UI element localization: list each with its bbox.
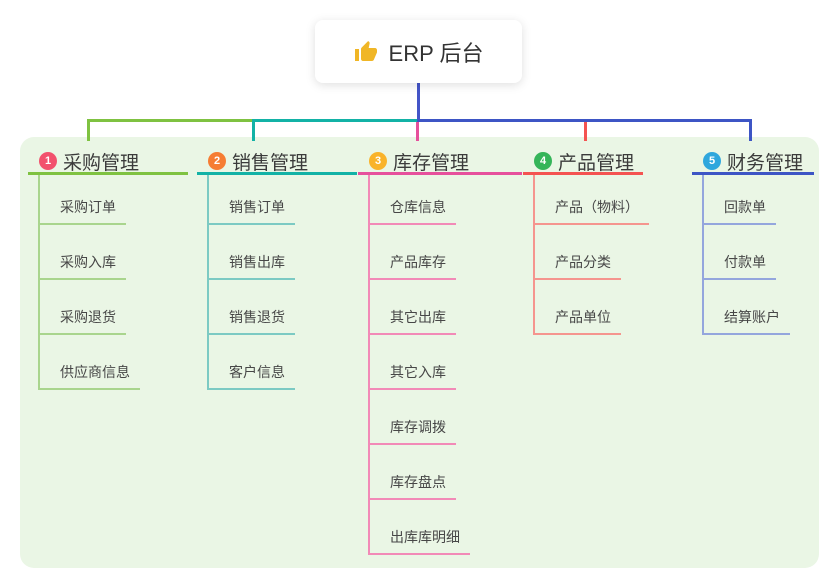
branch-label: 产品管理 xyxy=(558,152,635,174)
branch-item-node[interactable]: 其它入库 xyxy=(370,335,522,390)
connector-drop xyxy=(584,122,587,141)
branch-item-label: 产品（物料） xyxy=(535,197,649,225)
branch-item-label: 销售订单 xyxy=(209,197,295,225)
branch-item-label: 产品单位 xyxy=(535,307,621,335)
branch-item-node[interactable]: 采购退货 xyxy=(40,280,188,335)
branch-item-node[interactable]: 产品库存 xyxy=(370,225,522,280)
branch-item-node[interactable]: 仓库信息 xyxy=(370,175,522,225)
branch-item-label: 出库库明细 xyxy=(370,527,470,555)
branch-1: 1 采购管理 采购订单 采购入库 采购退货 供应商信息 xyxy=(28,150,188,390)
branch-item-label: 付款单 xyxy=(704,252,776,280)
branch-title-node[interactable]: 5 财务管理 xyxy=(692,150,814,175)
branch-number-badge: 1 xyxy=(39,152,57,170)
connector-bus-segment xyxy=(87,119,255,122)
branch-item-label: 回款单 xyxy=(704,197,776,225)
branch-title-node[interactable]: 4 产品管理 xyxy=(523,150,643,175)
connector-drop xyxy=(416,122,419,141)
branch-item-label: 销售出库 xyxy=(209,252,295,280)
branch-item-label: 产品分类 xyxy=(535,252,621,280)
thumbs-up-path xyxy=(354,40,377,61)
branch-item-label: 库存调拨 xyxy=(370,417,456,445)
branch-number-badge: 2 xyxy=(208,152,226,170)
branch-items: 回款单 付款单 结算账户 xyxy=(702,175,814,335)
connector-bus-segment xyxy=(417,119,752,122)
branch-label: 采购管理 xyxy=(63,152,140,174)
branch-item-node[interactable]: 付款单 xyxy=(704,225,814,280)
branch-number-badge: 5 xyxy=(703,152,721,170)
root-connector-line xyxy=(417,83,420,122)
branch-item-node[interactable]: 出库库明细 xyxy=(370,500,522,555)
root-title: ERP 后台 xyxy=(388,40,484,66)
branch-label: 财务管理 xyxy=(727,152,804,174)
branch-label: 销售管理 xyxy=(232,152,309,174)
connector-drop xyxy=(87,119,90,141)
branch-item-label: 库存盘点 xyxy=(370,472,456,500)
branch-item-node[interactable]: 供应商信息 xyxy=(40,335,188,390)
branch-item-label: 其它出库 xyxy=(370,307,456,335)
branch-item-node[interactable]: 客户信息 xyxy=(209,335,357,390)
branch-item-label: 其它入库 xyxy=(370,362,456,390)
branch-title-node[interactable]: 2 销售管理 xyxy=(197,150,357,175)
branch-item-label: 仓库信息 xyxy=(370,197,456,225)
branch-item-node[interactable]: 产品（物料） xyxy=(535,175,649,225)
branch-item-node[interactable]: 产品分类 xyxy=(535,225,649,280)
branch-item-node[interactable]: 销售退货 xyxy=(209,280,357,335)
branch-number-badge: 3 xyxy=(369,152,387,170)
branch-item-node[interactable]: 库存盘点 xyxy=(370,445,522,500)
branch-item-node[interactable]: 其它出库 xyxy=(370,280,522,335)
branch-item-label: 产品库存 xyxy=(370,252,456,280)
branch-item-label: 客户信息 xyxy=(209,362,295,390)
branch-item-node[interactable]: 采购订单 xyxy=(40,175,188,225)
branch-item-node[interactable]: 产品单位 xyxy=(535,280,649,335)
branch-item-label: 采购退货 xyxy=(40,307,126,335)
branch-item-label: 采购订单 xyxy=(40,197,126,225)
branch-item-node[interactable]: 销售出库 xyxy=(209,225,357,280)
branch-item-label: 供应商信息 xyxy=(40,362,140,390)
branch-title-node[interactable]: 1 采购管理 xyxy=(28,150,188,175)
root-node[interactable]: ERP 后台 xyxy=(315,20,522,83)
branch-2: 2 销售管理 销售订单 销售出库 销售退货 客户信息 xyxy=(197,150,357,390)
branch-items: 仓库信息 产品库存 其它出库 其它入库 库存调拨 库存盘点 出库库明细 xyxy=(368,175,522,555)
branch-item-node[interactable]: 销售订单 xyxy=(209,175,357,225)
branch-item-node[interactable]: 结算账户 xyxy=(704,280,814,335)
connector-drop xyxy=(252,119,255,141)
branch-item-node[interactable]: 库存调拨 xyxy=(370,390,522,445)
branch-3: 3 库存管理 仓库信息 产品库存 其它出库 其它入库 库存调拨 库存盘点 出库库… xyxy=(358,150,522,555)
branch-items: 销售订单 销售出库 销售退货 客户信息 xyxy=(207,175,357,390)
branch-4: 4 产品管理 产品（物料） 产品分类 产品单位 xyxy=(523,150,649,335)
branch-5: 5 财务管理 回款单 付款单 结算账户 xyxy=(692,150,814,335)
branch-items: 产品（物料） 产品分类 产品单位 xyxy=(533,175,649,335)
thumbs-up-icon xyxy=(354,40,378,64)
branch-item-node[interactable]: 回款单 xyxy=(704,175,814,225)
branch-number-badge: 4 xyxy=(534,152,552,170)
branch-label: 库存管理 xyxy=(393,152,470,174)
branch-items: 采购订单 采购入库 采购退货 供应商信息 xyxy=(38,175,188,390)
connector-drop xyxy=(749,119,752,141)
branch-item-node[interactable]: 采购入库 xyxy=(40,225,188,280)
canvas-panel xyxy=(20,137,819,568)
branch-item-label: 结算账户 xyxy=(704,307,790,335)
branch-title-node[interactable]: 3 库存管理 xyxy=(358,150,522,175)
connector-bus-segment xyxy=(252,119,418,122)
branch-item-label: 销售退货 xyxy=(209,307,295,335)
branch-item-label: 采购入库 xyxy=(40,252,126,280)
